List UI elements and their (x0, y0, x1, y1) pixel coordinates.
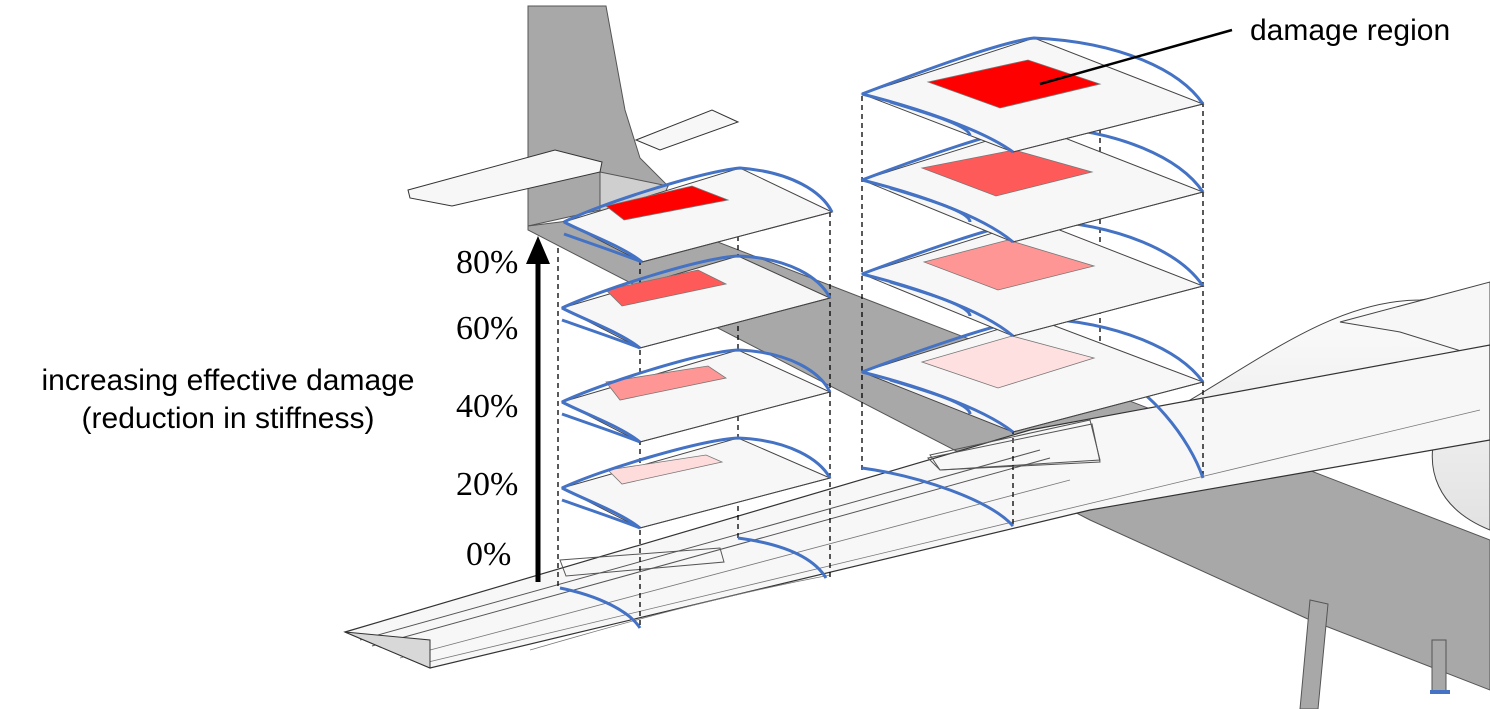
left-section-0 (559, 536, 828, 629)
damage-caption: increasing effective damage (reduction i… (18, 362, 438, 437)
level-label-20: 20% (456, 466, 519, 503)
right-section-stack (860, 36, 1205, 527)
horizontal-stabilizer (407, 109, 740, 207)
right-section-80 (860, 36, 1205, 154)
damage-region-leader-line (1039, 28, 1233, 86)
damage-patch-80-right (926, 59, 1102, 109)
right-section-20 (860, 316, 1205, 434)
left-section-40 (560, 348, 832, 444)
damage-region-label: damage region (1250, 14, 1451, 47)
left-section-60 (560, 254, 832, 350)
level-label-0: 0% (466, 536, 512, 573)
damage-patch-20 (607, 454, 724, 485)
damage-patch-40-right (922, 239, 1096, 291)
right-section-60 (860, 124, 1205, 244)
left-section-20 (560, 436, 832, 530)
level-label-40: 40% (456, 388, 519, 425)
damage-patch-60 (605, 269, 728, 307)
damage-patch-80 (605, 185, 730, 221)
caption-line-2: (reduction in stiffness) (81, 401, 375, 435)
damage-patch-60-right (920, 149, 1094, 197)
damage-patch-40 (605, 365, 728, 401)
vertical-tail (527, 5, 669, 227)
left-section-80 (562, 166, 834, 264)
damage-patch-20-right (920, 335, 1096, 389)
left-section-stack (559, 166, 834, 629)
level-label-60: 60% (456, 310, 519, 347)
damage-arrow (526, 236, 550, 582)
level-label-80: 80% (456, 244, 519, 281)
right-section-40 (860, 218, 1205, 338)
caption-line-1: increasing effective damage (41, 364, 415, 397)
